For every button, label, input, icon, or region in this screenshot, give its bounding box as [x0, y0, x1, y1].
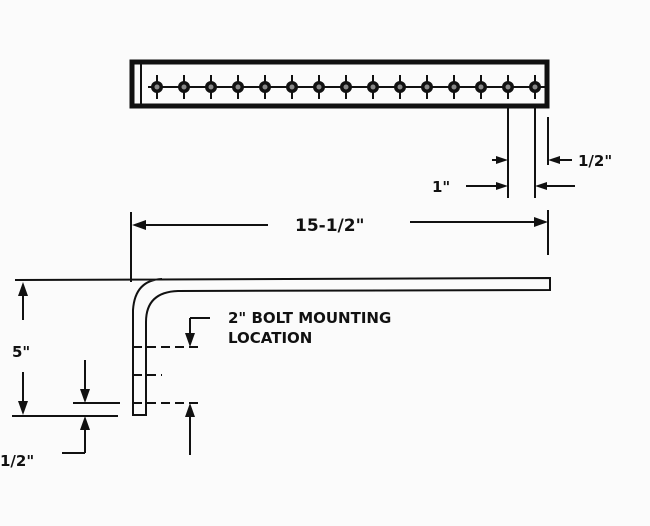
- hole-center: [478, 84, 484, 90]
- hole-center: [505, 84, 511, 90]
- hole-center: [208, 84, 214, 90]
- overall-length-dimension: 15-1/2": [130, 210, 549, 282]
- hole-center: [181, 84, 187, 90]
- bolt-mounting-dimension: 2" BOLT MOUNTING LOCATION: [133, 309, 391, 455]
- hole-center: [289, 84, 295, 90]
- bottom-offset-dimension: 1/2": [0, 360, 120, 470]
- overall-length-label: 15-1/2": [295, 216, 364, 236]
- one-inch-label: 1": [432, 178, 450, 196]
- mounting-holes: [151, 75, 541, 99]
- hole-center: [370, 84, 376, 90]
- hole-center: [397, 84, 403, 90]
- bottom-half-inch-label: 1/2": [0, 452, 34, 470]
- hole-center: [235, 84, 241, 90]
- height-label: 5": [12, 343, 30, 361]
- bolt-note-line2: LOCATION: [228, 329, 312, 347]
- hole-center: [262, 84, 268, 90]
- hole-center: [343, 84, 349, 90]
- hole-center: [154, 84, 160, 90]
- hole-center: [424, 84, 430, 90]
- hole-center: [316, 84, 322, 90]
- height-dimension: 5": [12, 282, 118, 417]
- bracket-profile: [14, 276, 551, 416]
- hole-center: [451, 84, 457, 90]
- bolt-note-line1: 2" BOLT MOUNTING: [228, 309, 391, 327]
- top-view-bar: [129, 59, 550, 109]
- half-inch-label: 1/2": [578, 152, 612, 170]
- hole-spacing-dimension: 1/2" 1": [432, 108, 612, 198]
- hole-center: [532, 84, 538, 90]
